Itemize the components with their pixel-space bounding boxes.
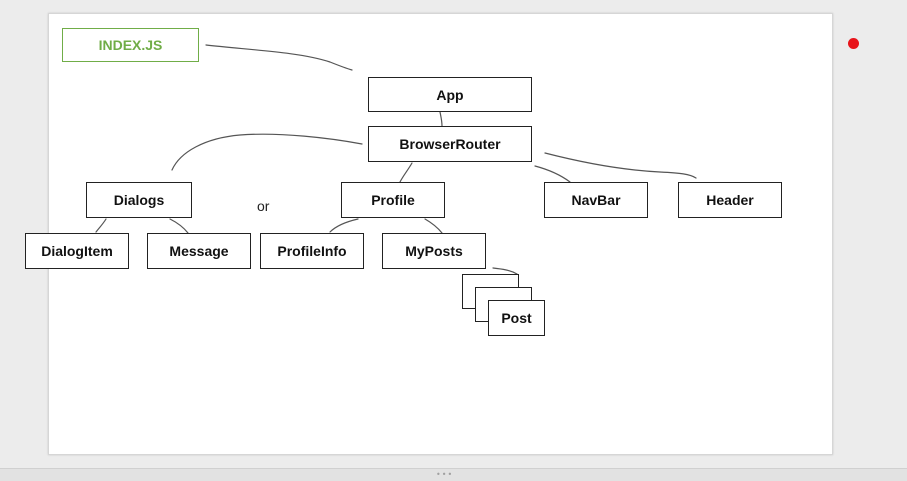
browser-router-label: BrowserRouter	[399, 136, 501, 152]
grip-dots-icon[interactable]: •••	[436, 470, 454, 479]
app-label: App	[436, 86, 464, 103]
dialog-item-label: DialogItem	[41, 243, 113, 259]
my-posts-label: MyPosts	[405, 243, 463, 259]
header-label: Header	[706, 192, 754, 208]
dialogs-label: Dialogs	[113, 192, 165, 208]
navbar-label: NavBar	[571, 192, 621, 208]
browser-router-box: BrowserRouter	[368, 126, 532, 162]
index-js-box: INDEX.JS	[62, 28, 199, 62]
header-box: Header	[678, 182, 782, 218]
post-label: Post	[501, 310, 532, 326]
dialog-item-box: DialogItem	[25, 233, 129, 269]
or-label: or	[257, 198, 270, 214]
my-posts-box: MyPosts	[382, 233, 486, 269]
navbar-box: NavBar	[544, 182, 648, 218]
post-box: Post	[488, 300, 545, 336]
bottom-resize-bar[interactable]: •••	[0, 468, 907, 481]
message-box: Message	[147, 233, 251, 269]
app-box: App	[368, 77, 532, 112]
index-js-label: INDEX.JS	[98, 37, 163, 53]
profile-info-label: ProfileInfo	[277, 243, 347, 259]
profile-box: Profile	[341, 182, 445, 218]
red-dot-icon	[848, 38, 859, 49]
dialogs-box: Dialogs	[86, 182, 192, 218]
profile-info-box: ProfileInfo	[260, 233, 364, 269]
message-label: Message	[169, 243, 229, 259]
profile-label: Profile	[371, 192, 415, 208]
